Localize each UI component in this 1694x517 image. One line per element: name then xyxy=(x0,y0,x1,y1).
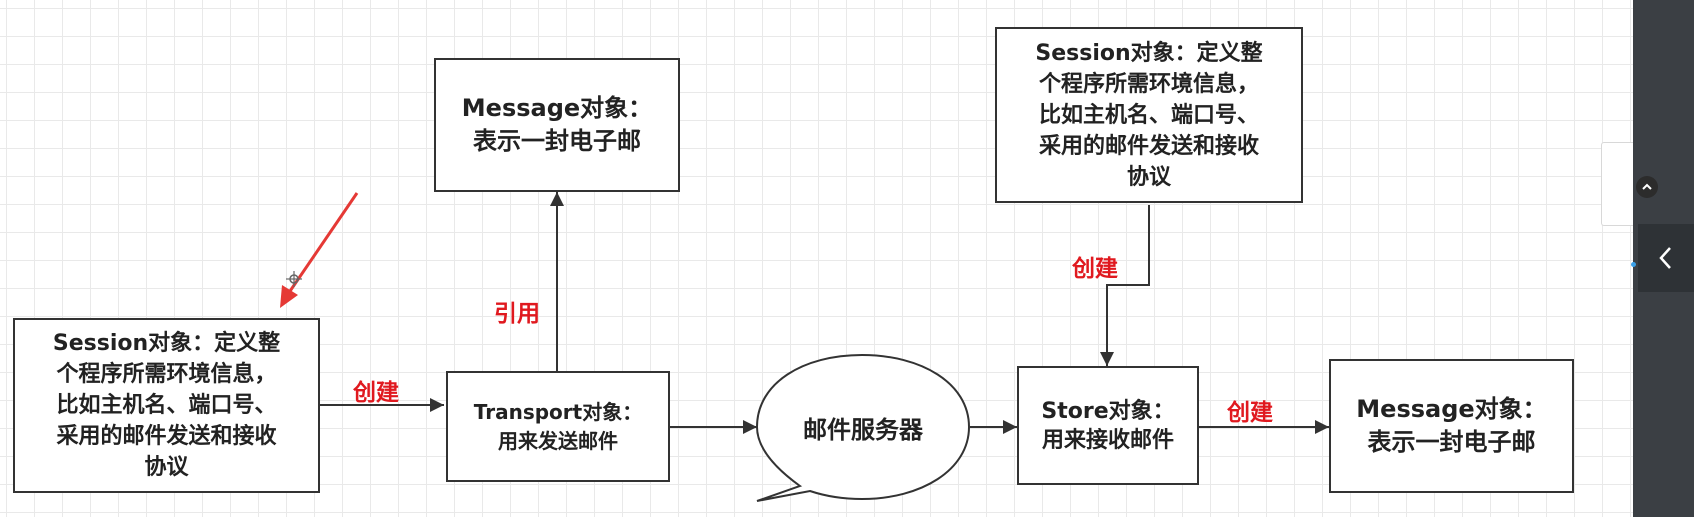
mail-server-label: 邮件服务器 xyxy=(803,416,923,444)
side-panel-tab[interactable] xyxy=(1601,142,1637,226)
message-box-right: Message对象： 表示一封电子邮 xyxy=(1329,359,1574,493)
resize-handle[interactable] xyxy=(1631,262,1636,267)
label-create-left: 创建 xyxy=(353,380,399,406)
mail-server-bubble xyxy=(755,353,971,502)
transport-text: Transport对象： 用来发送邮件 xyxy=(473,399,643,453)
message-top-text: Message对象： 表示一封电子邮 xyxy=(461,94,653,155)
session-right-text: Session对象：定义整 个程序所需环境信息， 比如主机名、端口号、 采用的邮… xyxy=(1035,40,1263,190)
store-text: Store对象： 用来接收邮件 xyxy=(1041,398,1175,453)
label-create-right: 创建 xyxy=(1227,400,1273,426)
arrow-session-to-store xyxy=(1100,205,1150,366)
label-create-top-right: 创建 xyxy=(1072,256,1118,282)
message-box-top: Message对象： 表示一封电子邮 xyxy=(434,58,680,192)
label-reference: 引用 xyxy=(494,301,540,327)
move-cursor-icon xyxy=(286,271,302,287)
session-box-right: Session对象：定义整 个程序所需环境信息， 比如主机名、端口号、 采用的邮… xyxy=(995,27,1303,203)
store-box: Store对象： 用来接收邮件 xyxy=(1017,366,1199,485)
transport-box: Transport对象： 用来发送邮件 xyxy=(446,371,670,482)
chevron-up-circle-icon[interactable] xyxy=(1636,176,1658,198)
annotation-arrow xyxy=(280,192,359,308)
chevron-left-icon xyxy=(1659,247,1671,269)
message-right-text: Message对象： 表示一封电子邮 xyxy=(1356,395,1547,456)
session-left-text: Session对象：定义整 个程序所需环境信息， 比如主机名、端口号、 采用的邮… xyxy=(52,331,281,480)
connector-layer xyxy=(280,192,1329,502)
collapse-panel-button[interactable] xyxy=(1638,224,1694,292)
session-box-left: Session对象：定义整 个程序所需环境信息， 比如主机名、端口号、 采用的邮… xyxy=(13,318,320,493)
